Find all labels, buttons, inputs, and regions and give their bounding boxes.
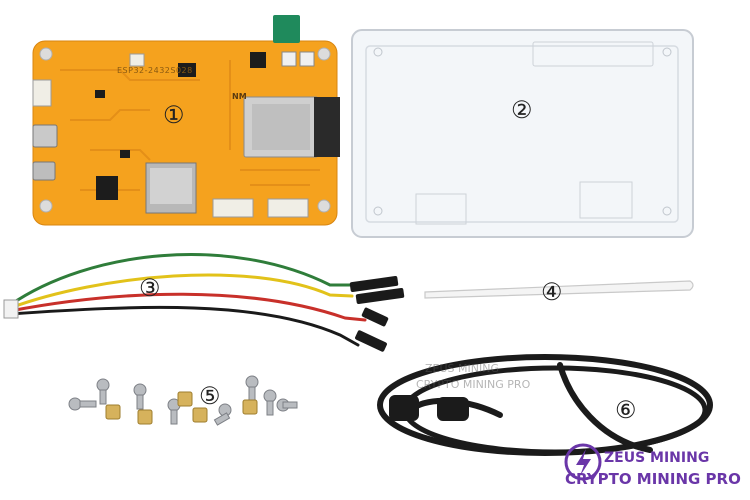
- esp32-board: [32, 15, 340, 226]
- label-usb-cable: ⑥: [615, 396, 637, 424]
- watermark-ghost-line1: ZEUS MINING: [425, 362, 499, 375]
- pcb-mark-text: NM: [232, 92, 247, 101]
- pcb-silkscreen-text: ESP32-2432S028: [117, 66, 193, 75]
- label-cable: ③: [139, 274, 161, 302]
- wire-harness: [3, 253, 405, 352]
- watermark-brand-bottom: CRYPTO MINING PRO: [565, 470, 741, 488]
- usb-cable: [377, 354, 713, 456]
- screws-and-standoffs: [68, 375, 298, 426]
- label-stylus: ④: [541, 278, 563, 306]
- label-screws: ⑤: [199, 382, 221, 410]
- watermark-ghost-line2: CRYPTO MINING PRO: [416, 378, 531, 391]
- brand-logo-icon: [564, 443, 602, 481]
- acrylic-case: [351, 29, 694, 238]
- stylus: [424, 280, 694, 299]
- watermark-brand-top: ZEUS MINING: [604, 450, 710, 466]
- label-board: ①: [163, 101, 185, 129]
- label-case: ②: [511, 96, 533, 124]
